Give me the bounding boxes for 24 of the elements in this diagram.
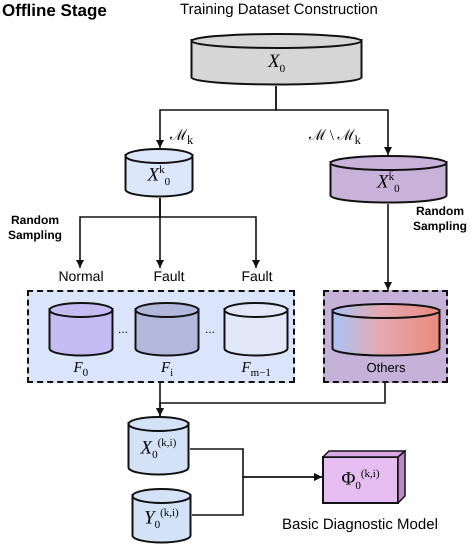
dashed-group-box (27, 290, 295, 383)
title: Offline Stage (2, 1, 107, 21)
heading: Training Dataset Construction (180, 1, 378, 18)
math-label: F$_{0}$ (74, 361, 88, 379)
edge-label: ℳ$_{k}$ (170, 127, 194, 148)
dashed-group-box (323, 290, 448, 383)
category-label: Fault (228, 268, 286, 288)
arrow (275, 86, 392, 155)
math-label: X$_{0}$ (268, 52, 286, 74)
ellipsis: ... (205, 322, 216, 336)
arrow (156, 383, 386, 416)
annotation: Random Sampling (6, 213, 63, 243)
edge-label: ℳ \ ℳ$_{k}$ (309, 127, 361, 148)
ellipsis: ... (118, 322, 128, 336)
math-label: F$_{i}$ (161, 361, 174, 379)
category-label: Normal (52, 268, 110, 288)
arrow (192, 473, 322, 516)
node-label: Others (366, 361, 406, 374)
arrow (159, 198, 260, 268)
math-label: F$_{m−1}$ (242, 361, 271, 379)
category-label: Fault (140, 268, 198, 288)
node-label: Basic Diagnostic Model (282, 516, 438, 533)
arrow (384, 204, 392, 290)
edge-label: Random Sampling (412, 204, 468, 234)
